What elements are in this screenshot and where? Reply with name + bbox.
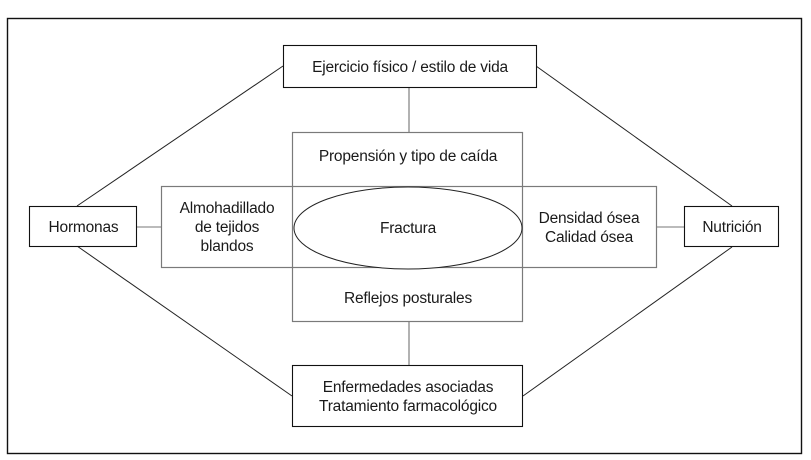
- node-fall-propensity: Propensión y tipo de caída: [293, 133, 523, 179]
- node-soft-tissue-padding: Almohadillado de tejidos blandos: [162, 187, 292, 268]
- connector-top-right: [535, 65, 733, 207]
- node-exercise-lifestyle: Ejercicio físico / estilo de vida: [284, 46, 536, 88]
- node-soft-tissue-line-1: Almohadillado: [179, 200, 275, 217]
- node-soft-tissue-line-2: de tejidos: [194, 219, 260, 236]
- node-fall-propensity-label: Propensión y tipo de caída: [318, 147, 498, 165]
- top-box: [282, 44, 538, 89]
- node-diseases-treatment: Enfermedades asociadas Tratamiento farma…: [293, 366, 523, 427]
- right-box: [683, 205, 780, 248]
- connector-top-left: [76, 65, 284, 207]
- fracture-ellipse: [293, 186, 523, 270]
- node-postural-reflexes: Reflejos posturales: [293, 275, 523, 321]
- node-postural-reflexes-label: Reflejos posturales: [343, 289, 473, 307]
- node-exercise-lifestyle-label: Ejercicio físico / estilo de vida: [312, 58, 508, 76]
- node-bone-density-label: Densidad ósea: [538, 209, 640, 227]
- node-hormones-label: Hormonas: [48, 218, 119, 236]
- node-nutrition: Nutrición: [685, 207, 779, 247]
- bottom-box: [291, 364, 524, 428]
- outer-frame: [6, 17, 803, 455]
- node-hormones: Hormonas: [30, 207, 137, 247]
- node-fracture: Fractura: [294, 207, 522, 249]
- node-soft-tissue-line-3: blandos: [200, 238, 254, 255]
- node-fracture-label: Fractura: [379, 219, 437, 237]
- node-bone-quality-label: Calidad ósea: [544, 228, 634, 246]
- left-box: [28, 205, 138, 248]
- node-bone-density-quality: Densidad ósea Calidad ósea: [522, 187, 656, 268]
- node-treatment-label: Tratamiento farmacológico: [319, 397, 497, 415]
- connector-left-bottom: [76, 245, 293, 397]
- vertical-box: [291, 131, 524, 323]
- connector-right-bottom: [522, 246, 733, 397]
- node-diseases-label: Enfermedades asociadas: [322, 378, 494, 396]
- node-nutrition-label: Nutrición: [702, 218, 762, 236]
